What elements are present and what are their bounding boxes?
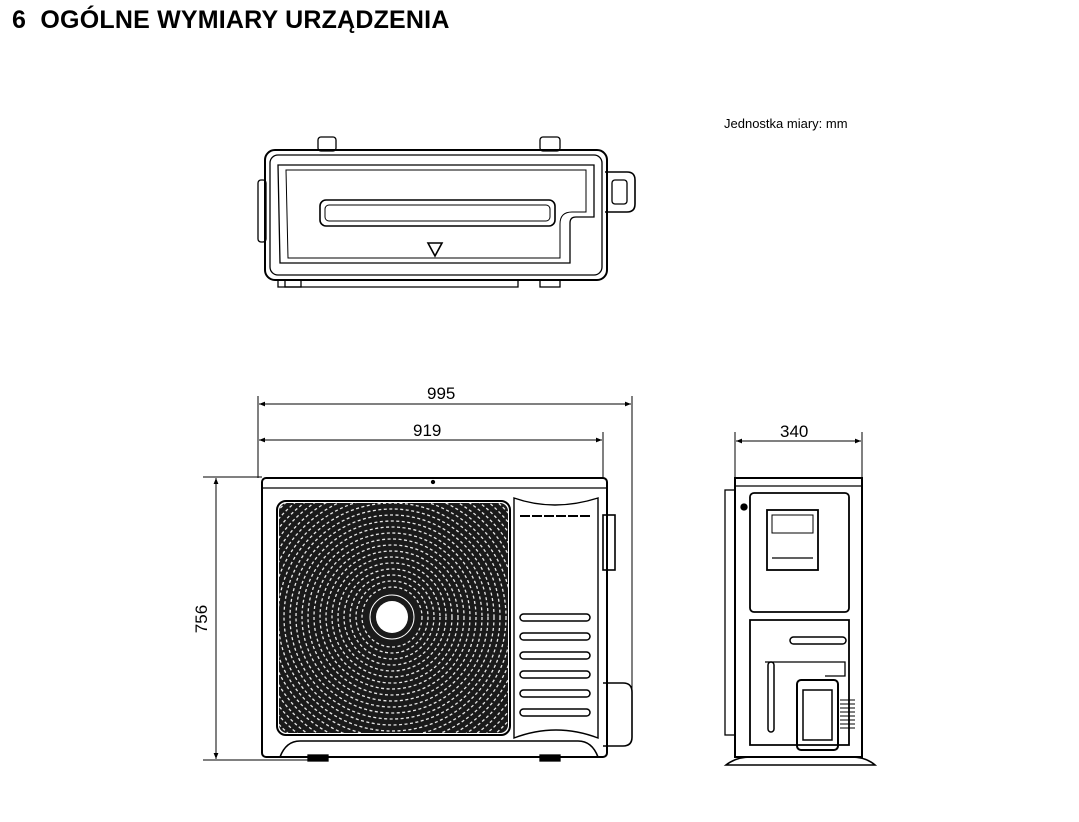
unit-note: Jednostka miary: mm: [724, 116, 848, 131]
dimension-total-width: 995: [427, 384, 456, 403]
top-view: [257, 136, 636, 288]
side-view: [723, 477, 878, 766]
dimension-depth: 340: [780, 422, 809, 441]
section-title: OGÓLNE WYMIARY URZĄDZENIA: [40, 6, 450, 34]
front-dimension-lines: [203, 396, 633, 761]
section-heading: 6 OGÓLNE WYMIARY URZĄDZENIA: [12, 6, 450, 35]
dimension-height: 756: [192, 604, 212, 634]
side-dimension-lines: [734, 432, 863, 478]
front-view: [261, 477, 633, 762]
dimension-body-width: 919: [413, 421, 442, 440]
section-number: 6: [12, 6, 27, 34]
